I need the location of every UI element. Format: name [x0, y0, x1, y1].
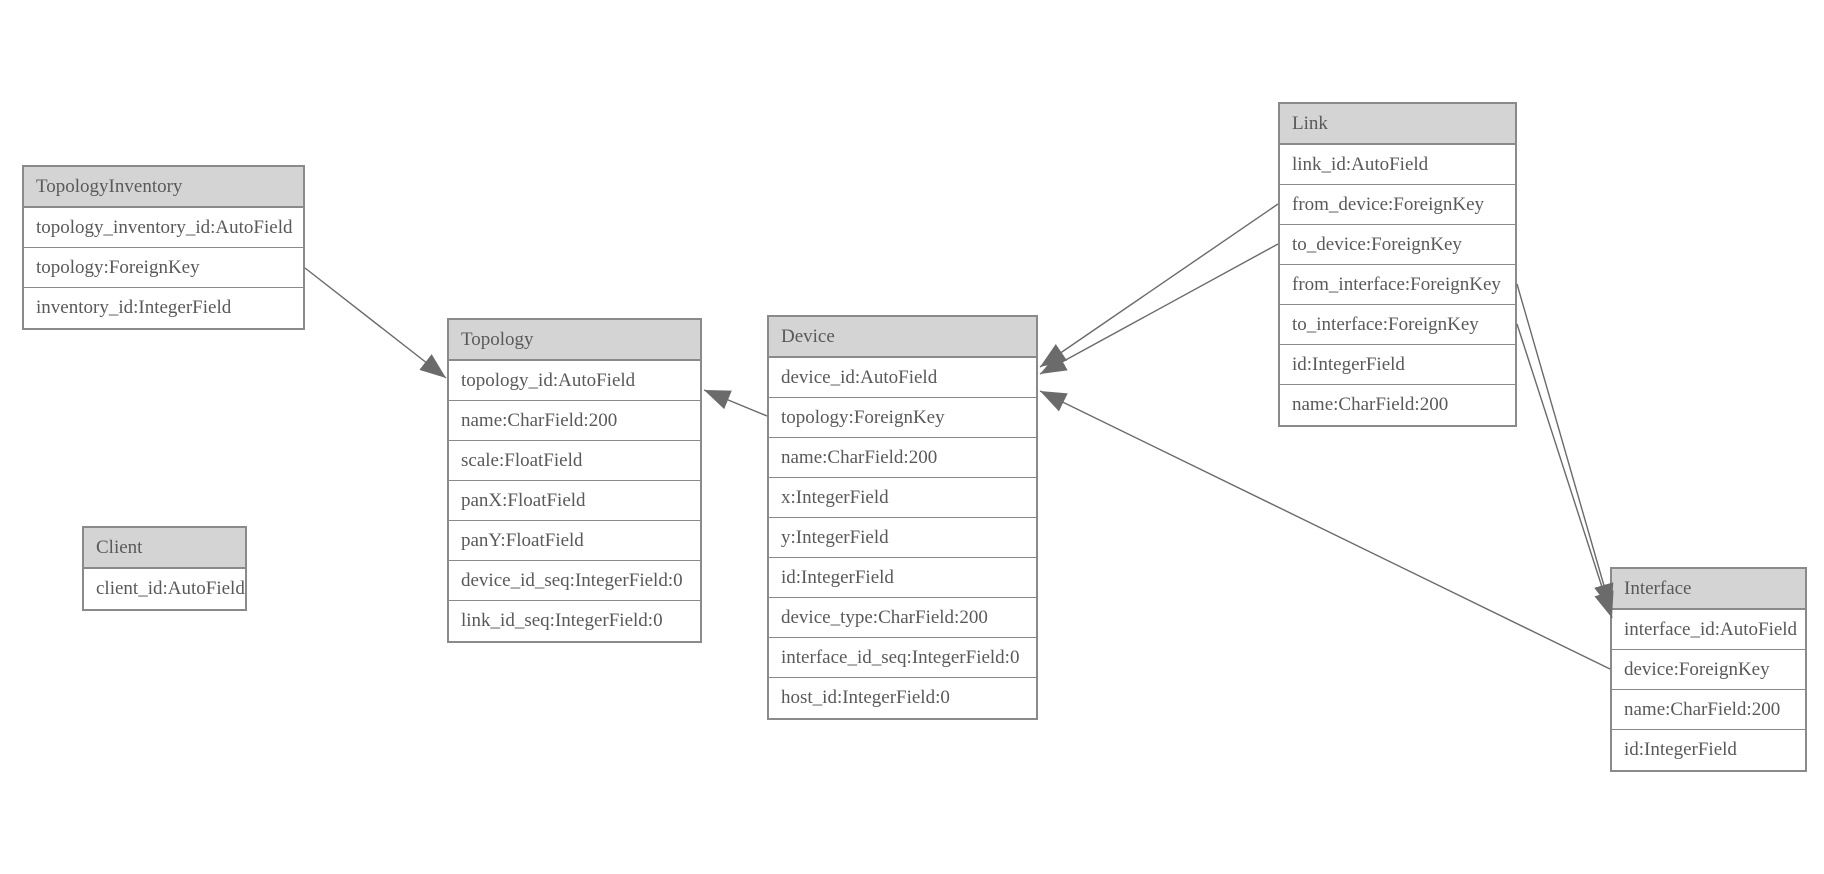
entity-title: TopologyInventory — [24, 167, 303, 208]
entity-field: id:IntegerField — [769, 558, 1036, 598]
entity-field: id:IntegerField — [1280, 345, 1515, 385]
entity-field: panY:FloatField — [449, 521, 700, 561]
entity-field: device_type:CharField:200 — [769, 598, 1036, 638]
entity-field: name:CharField:200 — [1280, 385, 1515, 425]
entity-field: device:ForeignKey — [1612, 650, 1805, 690]
entity-field: scale:FloatField — [449, 441, 700, 481]
entity-field: link_id:AutoField — [1280, 145, 1515, 185]
entity-topology: Topology topology_id:AutoField name:Char… — [447, 318, 702, 643]
entity-field: inventory_id:IntegerField — [24, 288, 303, 328]
entity-field: topology:ForeignKey — [24, 248, 303, 288]
entity-title: Interface — [1612, 569, 1805, 610]
entity-field: to_device:ForeignKey — [1280, 225, 1515, 265]
edge-Link.to_interface-to-Interface.interface_id — [1516, 323, 1614, 619]
edge-Link.to_device-to-Device.device_id — [1039, 243, 1279, 375]
entity-link: Link link_id:AutoField from_device:Forei… — [1278, 102, 1517, 427]
entity-field: panX:FloatField — [449, 481, 700, 521]
entity-field: device_id:AutoField — [769, 358, 1036, 398]
entity-client: Client client_id:AutoField — [82, 526, 247, 611]
entity-field: name:CharField:200 — [449, 401, 700, 441]
entity-field: id:IntegerField — [1612, 730, 1805, 770]
entity-field: interface_id:AutoField — [1612, 610, 1805, 650]
entity-field: interface_id_seq:IntegerField:0 — [769, 638, 1036, 678]
entity-title: Link — [1280, 104, 1515, 145]
entity-field: device_id_seq:IntegerField:0 — [449, 561, 700, 601]
edge-Link.from_interface-to-Interface.interface_id — [1516, 283, 1614, 611]
entity-title: Topology — [449, 320, 700, 361]
entity-interface: Interface interface_id:AutoField device:… — [1610, 567, 1807, 772]
edge-Interface.device-to-Device.device_id — [1039, 390, 1611, 670]
entity-title: Client — [84, 528, 245, 569]
entity-field: from_device:ForeignKey — [1280, 185, 1515, 225]
entity-field: x:IntegerField — [769, 478, 1036, 518]
entity-field: topology_inventory_id:AutoField — [24, 208, 303, 248]
entity-field: y:IntegerField — [769, 518, 1036, 558]
edge-Link.from_device-to-Device.device_id — [1039, 203, 1279, 368]
entity-field: name:CharField:200 — [769, 438, 1036, 478]
entity-title: Device — [769, 317, 1036, 358]
entity-device: Device device_id:AutoField topology:Fore… — [767, 315, 1038, 720]
entity-field: link_id_seq:IntegerField:0 — [449, 601, 700, 641]
entity-field: to_interface:ForeignKey — [1280, 305, 1515, 345]
entity-topology-inventory: TopologyInventory topology_inventory_id:… — [22, 165, 305, 330]
edge-TopologyInventory.topology-to-Topology.topology_id — [304, 267, 447, 379]
entity-field: host_id:IntegerField:0 — [769, 678, 1036, 718]
edge-Device.topology-to-Topology.topology_id — [703, 389, 768, 417]
entity-field: topology_id:AutoField — [449, 361, 700, 401]
entity-field: client_id:AutoField — [84, 569, 245, 609]
entity-field: topology:ForeignKey — [769, 398, 1036, 438]
entity-field: name:CharField:200 — [1612, 690, 1805, 730]
entity-field: from_interface:ForeignKey — [1280, 265, 1515, 305]
